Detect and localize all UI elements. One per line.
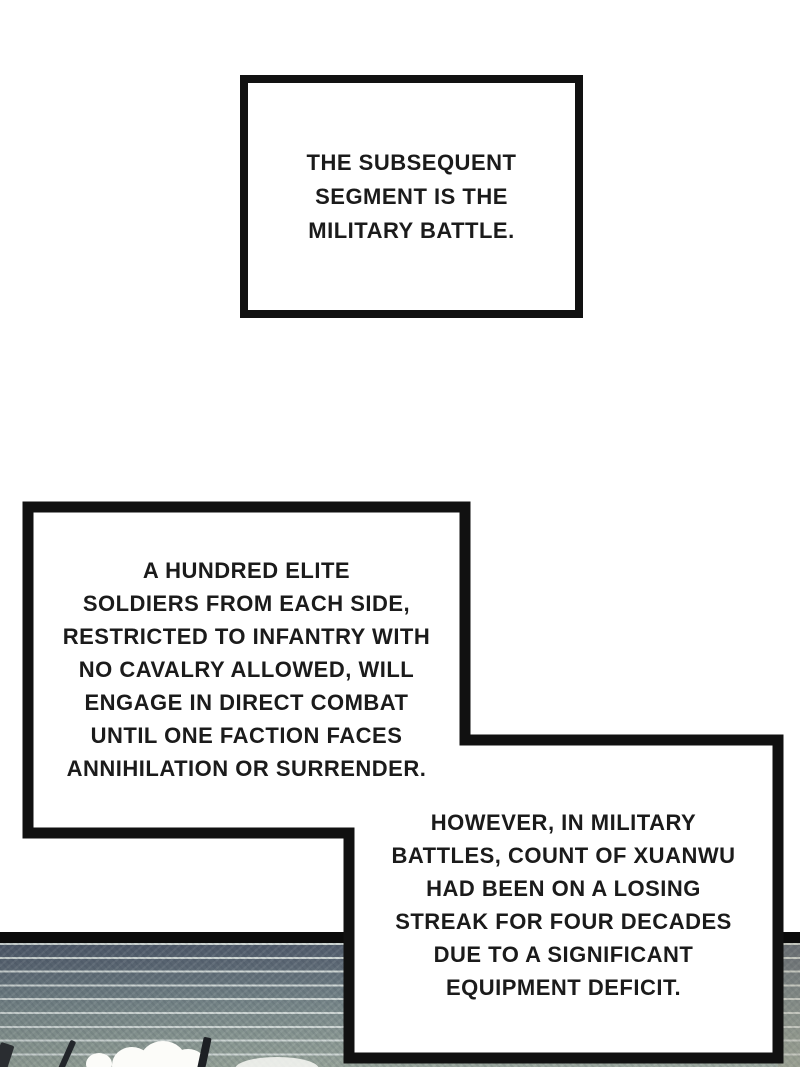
speech-line: HOWEVER, IN MILITARY bbox=[430, 810, 697, 835]
white-blossom bbox=[170, 1049, 206, 1067]
speech-line: EQUIPMENT DEFICIT. bbox=[445, 975, 682, 1000]
speech-line: SOLDIERS FROM EACH SIDE, bbox=[82, 591, 411, 616]
speech-bubble-outline bbox=[22, 501, 784, 1064]
speech-line: RESTRICTED TO INFANTRY WITH bbox=[62, 624, 431, 649]
speech-left-text: A HUNDRED ELITE SOLDIERS FROM EACH SIDE,… bbox=[28, 554, 465, 785]
speech-line: UNTIL ONE FACTION FACES bbox=[90, 723, 403, 748]
speech-line: BATTLES, COUNT OF XUANWU bbox=[391, 843, 736, 868]
caption-line: THE SUBSEQUENT bbox=[306, 149, 517, 175]
speech-line: NO CAVALRY ALLOWED, WILL bbox=[78, 657, 415, 682]
speech-line: STREAK FOR FOUR DECADES bbox=[395, 909, 732, 934]
white-blossom-faint bbox=[235, 1057, 319, 1067]
speech-right-text: HOWEVER, IN MILITARY BATTLES, COUNT OF X… bbox=[349, 806, 778, 1004]
speech-line: HAD BEEN ON A LOSING bbox=[426, 876, 701, 901]
caption-line: MILITARY BATTLE. bbox=[308, 217, 515, 243]
caption-line: SEGMENT IS THE bbox=[315, 183, 508, 209]
speech-line: A HUNDRED ELITE bbox=[142, 558, 351, 583]
caption-box: THE SUBSEQUENT SEGMENT IS THE MILITARY B… bbox=[240, 75, 583, 318]
speech-line: ANNIHILATION OR SURRENDER. bbox=[66, 756, 427, 781]
speech-line: ENGAGE IN DIRECT COMBAT bbox=[84, 690, 409, 715]
speech-line: DUE TO A SIGNIFICANT bbox=[433, 942, 694, 967]
white-blossom-small bbox=[86, 1053, 112, 1067]
